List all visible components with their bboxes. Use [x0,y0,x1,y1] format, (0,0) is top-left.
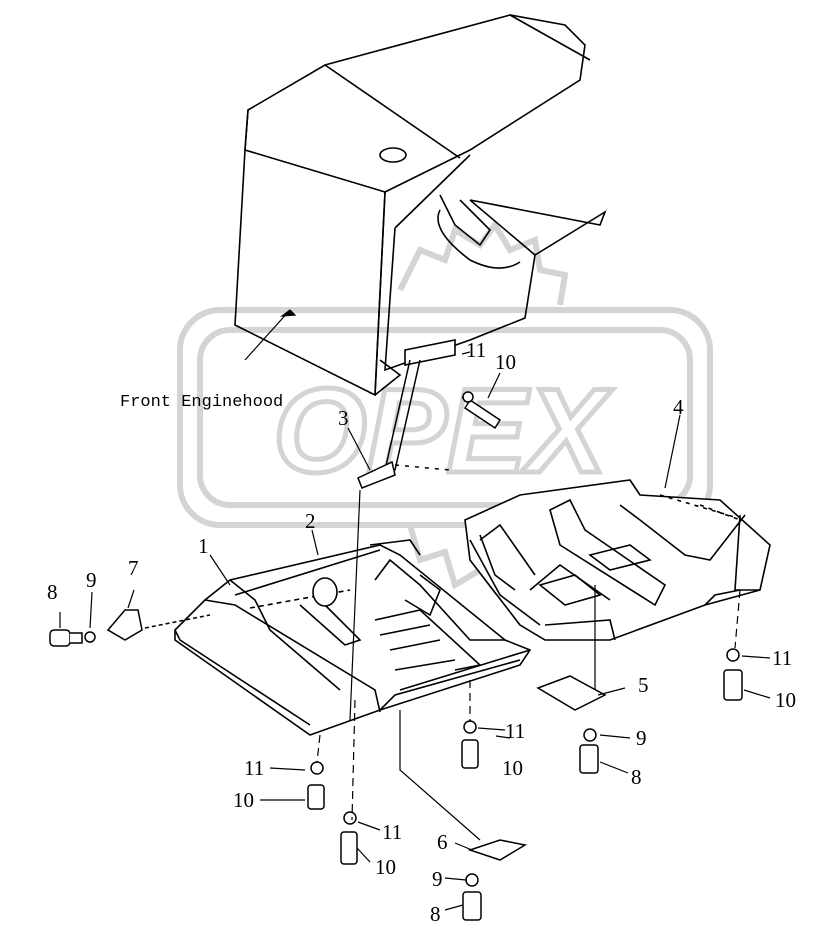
callout-label: 9 [86,568,97,592]
callout-label: 6 [437,830,448,854]
callout-label: 9 [432,867,443,891]
callout-label: 8 [430,902,441,926]
front-enginehood-caption: Front Enginehood [120,393,284,412]
callout-label: 5 [638,673,649,697]
right-lower-cover-part [464,479,771,641]
callout-label: 10 [375,855,396,879]
hardware-parts [49,391,743,921]
callout-label: 1 [198,534,209,558]
watermark-text: OPEX [273,364,613,498]
callout-label: 8 [631,765,642,789]
callout-label: 11 [382,820,403,844]
callout-label: 11 [244,756,265,780]
callout-label: 3 [338,406,349,430]
callout-label: 11 [466,338,487,362]
watermark-text-shape: OPEX [271,362,616,501]
leader-lines [59,309,771,911]
callout-label: 4 [673,395,684,419]
bracket-part [357,359,451,489]
callout-label: 8 [47,580,58,604]
callout-label: 7 [128,556,139,580]
callout-label: 10 [495,350,516,374]
callout-label: 2 [305,509,316,533]
callout-label: 9 [636,726,647,750]
watermark-logo [177,219,713,596]
callout-label: 11 [772,646,793,670]
callout-label: 10 [502,756,523,780]
front-enginehood-part [234,14,607,397]
left-lower-cover-part [174,539,532,736]
callout-label: 10 [775,688,796,712]
callout-label: 11 [505,719,526,743]
callout-label: 10 [233,788,254,812]
